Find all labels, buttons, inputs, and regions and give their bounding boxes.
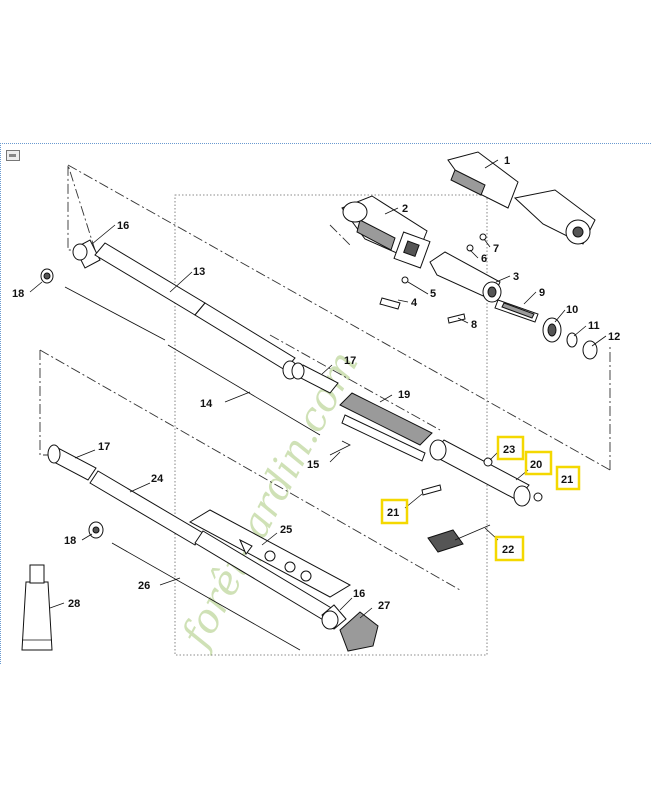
part-27-end-cap xyxy=(339,611,379,652)
kit-box xyxy=(174,194,488,656)
part-13-tube xyxy=(94,242,298,380)
callout-6: 6 xyxy=(481,253,487,265)
callout-16-lower: 16 xyxy=(353,588,365,600)
callout-22: 22 xyxy=(502,544,514,556)
callout-14: 14 xyxy=(200,398,213,410)
parts-4-8-fasteners xyxy=(379,233,487,324)
callout-13: 13 xyxy=(193,266,205,278)
callout-3: 1 xyxy=(504,155,510,167)
callout-9: 9 xyxy=(539,287,545,299)
part-16-collar-upper xyxy=(72,239,101,269)
highlight-box-20 xyxy=(524,450,553,476)
callout-7: 7 xyxy=(493,243,499,255)
callout-15: 15 xyxy=(307,459,319,471)
callout-19: 19 xyxy=(398,389,410,401)
highlight-box-22 xyxy=(494,535,525,562)
part-18-cap-lower xyxy=(88,521,104,539)
part-16-collar-lower xyxy=(321,604,347,630)
part-18-cap-upper xyxy=(40,268,54,284)
callout-5: 5 xyxy=(430,288,436,300)
assembly-line-c xyxy=(39,350,60,456)
part-26-rod xyxy=(111,542,301,651)
callout-11: 11 xyxy=(588,320,600,332)
diagram-frame xyxy=(0,143,652,664)
part-25-decal xyxy=(188,509,352,598)
part-28-grease-tube xyxy=(21,564,53,651)
callout-16-upper: 16 xyxy=(117,220,129,232)
part-1-housing xyxy=(429,251,502,303)
parts-9-12-shaft-bearing xyxy=(494,299,598,360)
highlight-box-23 xyxy=(496,435,525,461)
part-15-pin xyxy=(329,440,351,456)
leader-lines xyxy=(29,159,607,619)
callout-1: 3 xyxy=(513,271,519,283)
callout-23: 23 xyxy=(503,444,515,456)
callout-10: 10 xyxy=(566,304,578,316)
assembly-line-e xyxy=(269,334,441,431)
callout-labels: 1 2 3 4 5 6 7 8 9 10 11 12 13 14 15 16 1… xyxy=(12,155,620,612)
rod-upper xyxy=(64,286,166,341)
part-24-tube xyxy=(89,470,334,622)
part-3-coupling xyxy=(447,151,596,245)
callout-4: 4 xyxy=(411,297,418,309)
callout-12: 12 xyxy=(608,331,620,343)
callout-18-upper: 18 xyxy=(12,288,24,300)
callout-28: 28 xyxy=(68,598,80,610)
part-2-clamp xyxy=(341,195,431,269)
highlight-box-21-right xyxy=(555,465,581,491)
part-19-spline xyxy=(339,392,433,462)
part-17-coupling-upper xyxy=(291,362,339,394)
callout-21-right: 21 xyxy=(561,474,573,486)
callout-27: 27 xyxy=(378,600,390,612)
part-22-wing-screw xyxy=(427,524,491,553)
image-placeholder-icon xyxy=(6,150,20,161)
assembly-line-a xyxy=(67,164,611,471)
callout-26: 26 xyxy=(138,580,150,592)
part-20-lower-housing xyxy=(429,439,531,507)
part-14-cable xyxy=(167,344,321,436)
assembly-line-f xyxy=(329,224,351,246)
part-17-coupling-lower xyxy=(47,444,97,481)
callout-17-lower: 17 xyxy=(98,441,110,453)
highlight-box-21-left xyxy=(380,498,409,525)
callout-8: 8 xyxy=(471,319,477,331)
callout-21-left: 21 xyxy=(387,507,399,519)
callout-17-upper: 17 xyxy=(344,355,356,367)
part-21-screw xyxy=(421,484,543,502)
callout-18-lower: 18 xyxy=(64,535,76,547)
assembly-line-d xyxy=(39,349,461,591)
callout-25: 25 xyxy=(280,524,292,536)
callout-24: 24 xyxy=(151,473,164,485)
callout-2: 2 xyxy=(402,203,408,215)
callout-20: 20 xyxy=(530,459,542,471)
